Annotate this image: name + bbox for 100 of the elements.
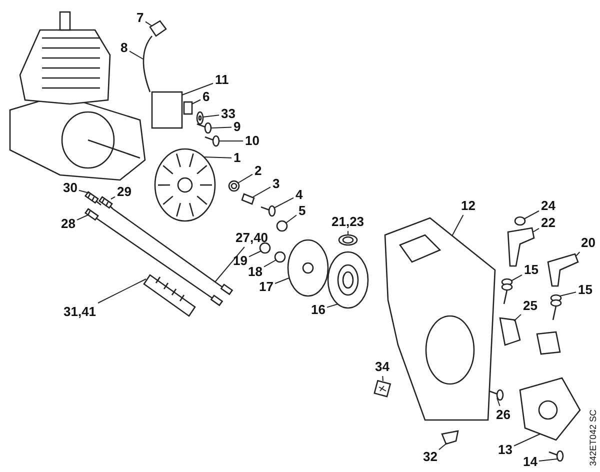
leader-line [78,190,90,194]
leader-line [438,442,448,450]
wire [84,208,224,306]
wire [112,208,234,296]
pawl [241,193,255,205]
leader-line [514,314,522,322]
trigger-plate [519,377,581,441]
callout-number: 17 [259,280,274,294]
callout-number: 3 [272,177,280,191]
callout-number: 25 [523,299,538,313]
callout-number: 1 [234,151,241,165]
hose [143,274,196,317]
screw [196,122,212,134]
callout-number: 16 [311,303,326,317]
leader-line [532,228,540,232]
drawing-code: 342ET042 SC [588,409,598,466]
callout-number: 12 [461,199,476,213]
handle [547,253,579,287]
leader-line [192,99,201,104]
spring [501,278,513,304]
rewind-starter [327,251,369,309]
leader-line [496,398,500,406]
leader-line [326,304,338,308]
leader-line [238,174,253,184]
screw [548,450,564,462]
flywheel [154,148,216,222]
callout-number: 29 [117,185,132,199]
leader-line [524,210,540,220]
leader-line [145,21,152,26]
callout-number: 33 [221,107,236,121]
callout-number: 14 [523,455,538,469]
leader-line [274,278,290,284]
leader-line [264,260,276,268]
leader-line [576,252,580,256]
screw [260,205,276,217]
ignition-module [151,91,183,129]
leader-line [560,292,576,296]
leader-line [286,214,297,224]
callout-number: 19 [233,254,248,268]
spring [228,180,240,192]
cap [514,216,526,226]
leader-line [129,50,144,60]
leader-line [514,434,540,446]
callout-number: 15 [524,263,538,277]
leader-line [110,196,116,200]
callout-number: 10 [245,134,260,148]
spring-coil [338,234,358,246]
wire [142,36,153,92]
callout-number: 26 [496,408,510,422]
callout-number: 11 [215,73,229,87]
leader-line [76,214,88,220]
callout-number: 24 [541,199,556,213]
callout-number: 8 [120,41,128,55]
callout-number: 21,23 [332,215,364,229]
leader-line [510,274,522,282]
bracket [183,101,193,115]
callout-number: 7 [136,11,144,25]
pulley [287,239,329,297]
callout-number: 5 [298,204,306,218]
leader-line [452,214,464,236]
leader-line [218,140,244,142]
ring [276,220,288,232]
callout-number: 30 [63,181,78,195]
leader-line [382,376,384,382]
handle [507,227,535,267]
leader-line [182,82,214,96]
callout-number: 6 [202,90,210,104]
callout-number: 31,41 [64,305,96,319]
leader-line [204,156,232,158]
callout-number: 27,40 [236,231,268,245]
callout-number: 20 [581,236,596,250]
ring [274,251,286,263]
leader-line [214,246,245,282]
ring [259,242,271,254]
callout-number: 9 [234,120,241,134]
callout-number: 28 [61,217,76,231]
button [499,317,521,346]
callout-number: 18 [248,265,262,279]
leader-line [210,126,232,128]
wire-terminal [98,196,114,210]
callout-number: 13 [498,443,512,457]
leader-line [538,458,558,462]
callout-number: 15 [578,283,592,297]
screw [488,389,504,401]
callout-number: 4 [296,188,303,202]
plate [374,380,392,398]
leader-line [274,197,294,208]
leader-line [252,186,271,198]
clip [441,430,459,445]
spring [550,294,562,320]
leader-line [248,250,262,258]
washer [196,111,204,125]
leader-line [202,114,220,118]
callout-number: 2 [254,164,262,178]
callout-number: 34 [375,360,390,374]
leader-line [98,278,146,304]
screw [204,135,220,147]
callout-number: 32 [423,450,438,464]
callout-number: 22 [541,216,556,230]
cap [149,20,167,37]
